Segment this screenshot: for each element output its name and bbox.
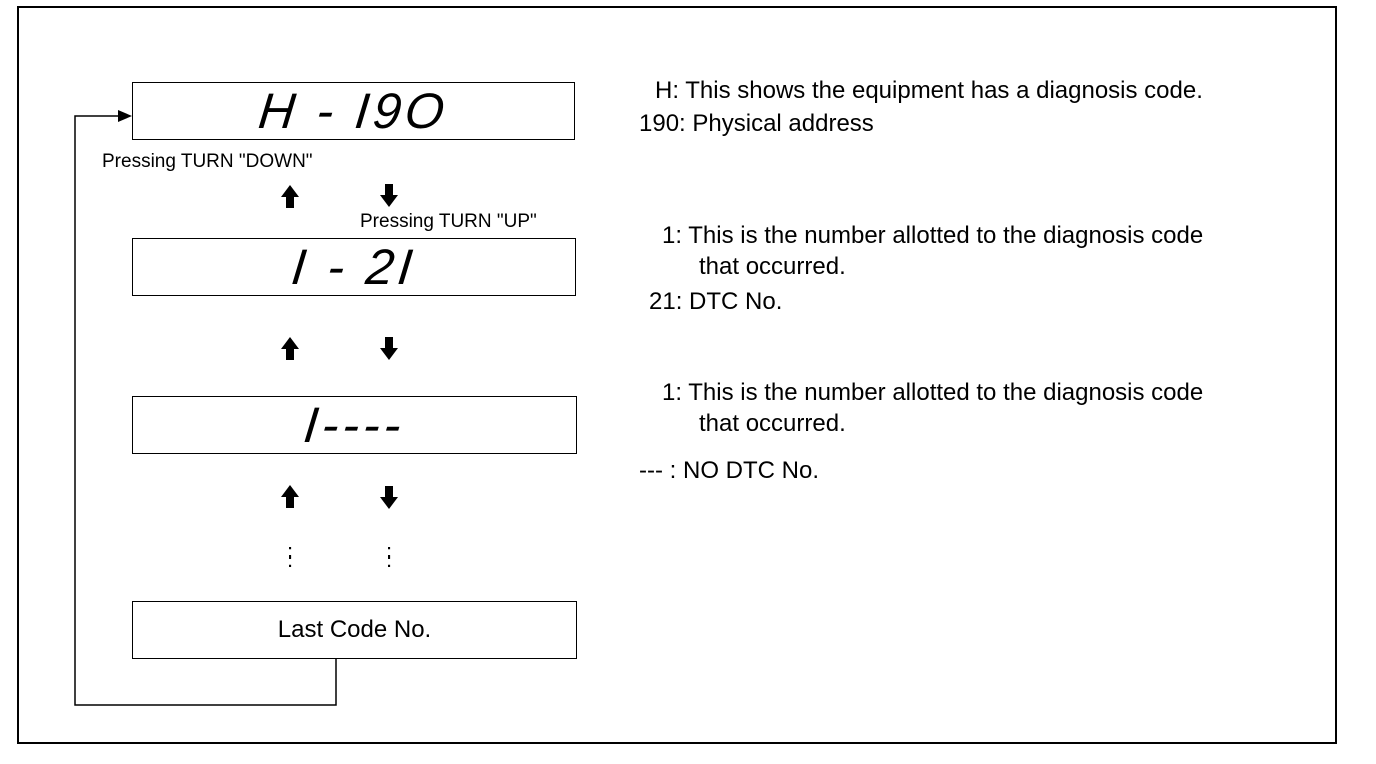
up-arrow xyxy=(281,337,299,360)
desc-number-allotted-2: 1: This is the number allotted to the di… xyxy=(662,379,1204,406)
display-first-code-text: I - 2I xyxy=(289,239,419,295)
display-second-code-text: I---- xyxy=(301,397,408,453)
desc-physical-address: 190: Physical address xyxy=(639,110,874,137)
display-header: H - I9O xyxy=(132,82,575,140)
down-arrow xyxy=(380,184,398,207)
pressing-up-label: Pressing TURN "UP" xyxy=(360,211,537,232)
desc-that-occurred-2: that occurred. xyxy=(699,410,846,437)
desc-h-line: H: This shows the equipment has a diagno… xyxy=(655,77,1203,104)
up-arrow xyxy=(281,185,299,208)
loop-line xyxy=(74,115,337,706)
down-arrow xyxy=(380,337,398,360)
up-arrow xyxy=(281,485,299,508)
diagram-frame xyxy=(17,6,1337,744)
loop-arrowhead xyxy=(118,110,132,122)
display-last-code: Last Code No. xyxy=(132,601,577,659)
pressing-down-label: Pressing TURN "DOWN" xyxy=(102,151,313,172)
down-arrow xyxy=(380,486,398,509)
display-first-code: I - 2I xyxy=(132,238,576,296)
ellipsis-right: :: xyxy=(385,539,393,572)
display-second-code: I---- xyxy=(132,396,577,454)
desc-number-allotted-1: 1: This is the number allotted to the di… xyxy=(662,222,1204,249)
display-header-text: H - I9O xyxy=(255,83,452,139)
desc-that-occurred-1: that occurred. xyxy=(699,253,846,280)
desc-dtc-no: 21: DTC No. xyxy=(649,288,783,315)
ellipsis-left: :: xyxy=(286,539,294,572)
desc-no-dtc: --- : NO DTC No. xyxy=(639,457,819,484)
display-last-code-text: Last Code No. xyxy=(277,616,432,643)
